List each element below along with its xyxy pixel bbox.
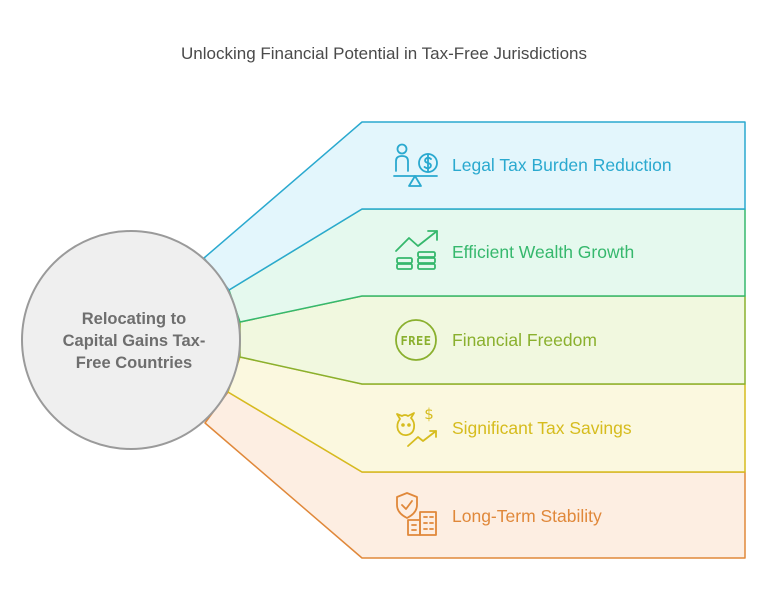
center-circle [21,230,241,450]
growth-coins-icon [395,230,438,270]
page-title: Unlocking Financial Potential in Tax-Fre… [181,44,587,63]
shield-building-icon [396,492,437,536]
center-label-line-1: Relocating to [81,310,187,328]
label-efficient-wealth-growth: Efficient Wealth Growth [452,242,635,262]
label-financial-freedom: Financial Freedom [452,330,597,350]
scale-money-icon [393,143,438,187]
svg-text:FREE: FREE [401,334,432,348]
label-significant-tax-savings: Significant Tax Savings [452,418,632,438]
label-long-term-stability: Long-Term Stability [452,506,602,526]
piggy-savings-icon: $ [396,405,437,447]
center-label-line-3: Free Countries [75,354,193,372]
svg-text:$: $ [424,405,434,423]
center-label: Relocating to Capital Gains Tax- Free Co… [24,308,244,374]
free-badge-icon: FREE [395,319,437,361]
label-legal-tax-burden-reduction: Legal Tax Burden Reduction [452,155,672,175]
center-label-line-2: Capital Gains Tax- [62,332,206,350]
